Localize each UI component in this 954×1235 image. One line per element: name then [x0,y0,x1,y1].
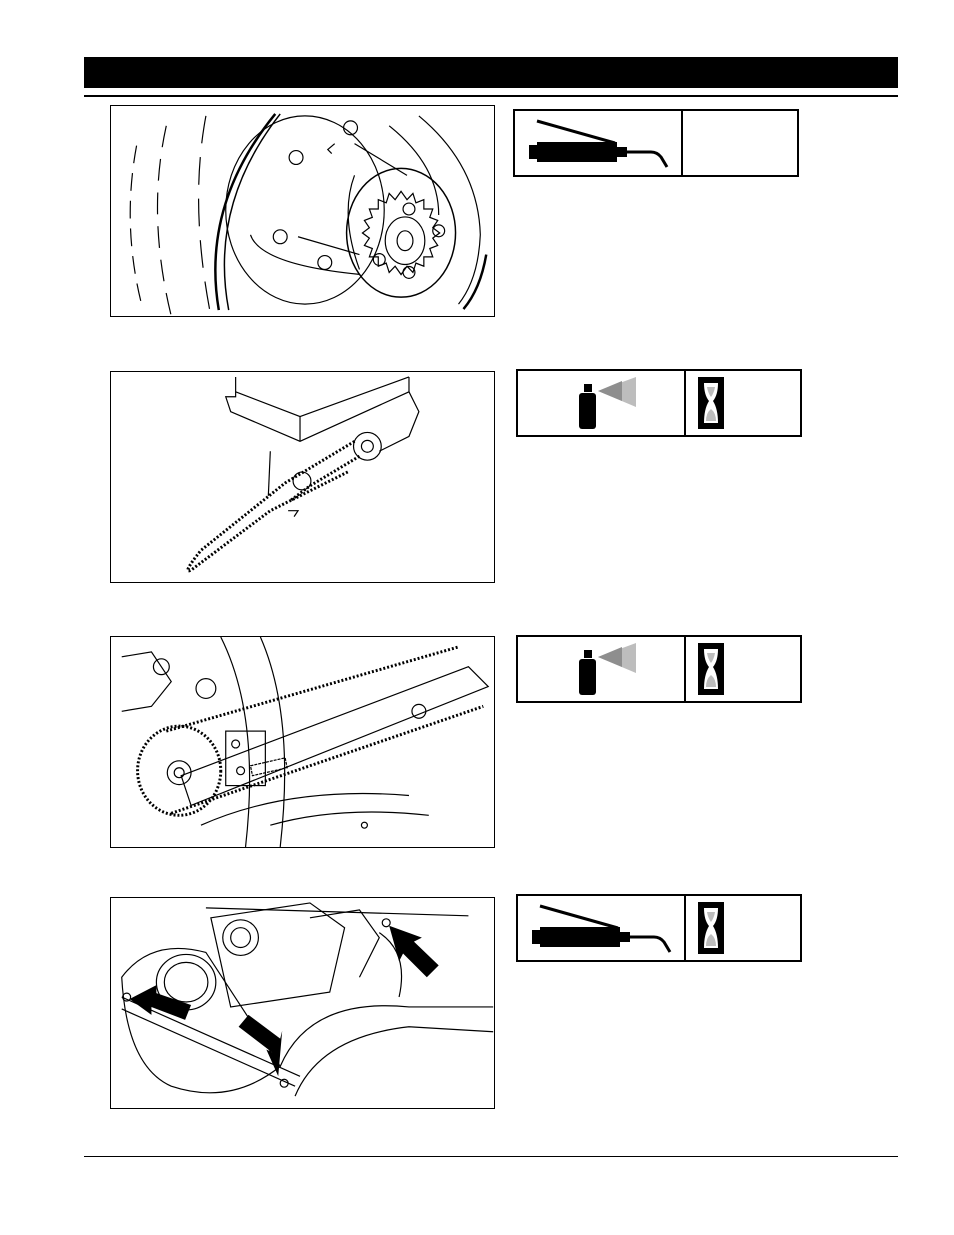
grease-gun-icon [515,111,683,175]
footer-rule [84,1156,898,1157]
lubrication-box-1 [513,109,799,177]
drive-chain-illustration [111,372,494,582]
figure-chain-tensioner [110,636,495,848]
figure-drive-chain [110,371,495,583]
spray-can-icon [518,637,686,701]
interval-cell-empty [683,111,797,175]
lubrication-box-4 [516,894,802,962]
sprocket-hub-illustration [111,106,494,316]
lubrication-box-2 [516,369,802,437]
header-bar [84,57,898,88]
chain-tensioner-illustration [111,637,494,847]
header-rule [84,95,898,97]
hourglass-icon [686,371,800,435]
spray-can-icon [518,371,686,435]
figure-sprocket-hub [110,105,495,317]
hourglass-icon [686,637,800,701]
pivot-grease-points-illustration [111,898,494,1108]
figure-pivot-grease-points [110,897,495,1109]
lubrication-box-3 [516,635,802,703]
hourglass-icon [686,896,800,960]
grease-gun-icon [518,896,686,960]
